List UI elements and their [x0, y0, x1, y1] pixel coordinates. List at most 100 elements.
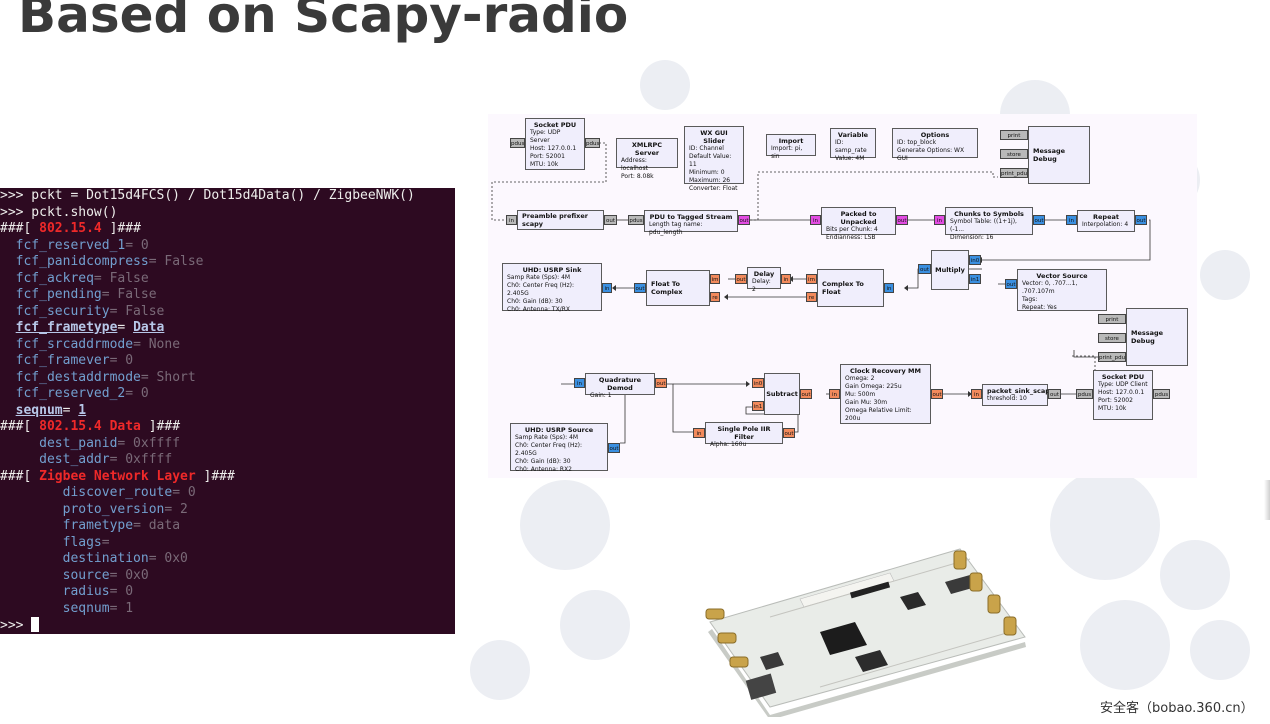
port-out-iir[interactable]: out	[783, 428, 795, 438]
terminal-line: fcf_security= False	[0, 304, 455, 321]
port-in1-mult[interactable]: in1	[969, 274, 981, 284]
port-in-iir[interactable]: in	[693, 428, 705, 438]
port-in-sink[interactable]: in	[602, 283, 612, 293]
terminal-text: = 0	[109, 584, 134, 599]
terminal-text: fcf_security	[0, 303, 110, 319]
terminal-text: fcf_framever	[0, 353, 110, 368]
port-out-f2c[interactable]: out	[634, 283, 646, 293]
terminal-text: fcf_pending	[0, 287, 102, 302]
port-out-quad[interactable]: out	[655, 378, 667, 388]
terminal-text: 802.15.4 Data	[39, 419, 141, 434]
block-message-debug-2[interactable]: Message Debug	[1126, 308, 1188, 366]
block-float-to-complex[interactable]: Float To Complex	[646, 270, 710, 306]
port-out[interactable]: out	[604, 215, 617, 225]
port-out-clock[interactable]: out	[931, 389, 943, 399]
terminal-line: fcf_destaddrmode= Short	[0, 370, 455, 387]
port-out-mult[interactable]: out	[918, 264, 931, 274]
terminal-line: destination= 0x0	[0, 551, 455, 568]
port-in-quad[interactable]: in	[574, 378, 585, 388]
port-out-4[interactable]: out	[1033, 215, 1045, 225]
terminal-line: ###[ 802.15.4 Data ]###	[0, 419, 455, 436]
port-pdus-in-2[interactable]: pdus	[628, 215, 644, 225]
terminal-text: = 0	[125, 386, 149, 401]
port-out-sink-scapy[interactable]: out	[1048, 389, 1061, 399]
terminal-text: =	[62, 402, 79, 418]
port-in-sink-scapy[interactable]: in	[971, 389, 982, 399]
terminal-line: >>>	[0, 617, 455, 634]
terminal-text: destination	[0, 551, 149, 566]
block-subtract[interactable]: Subtract	[764, 373, 800, 415]
port-out-delay[interactable]: out	[735, 274, 747, 284]
port-im[interactable]: im	[710, 274, 720, 284]
port-in-delay[interactable]: in	[781, 274, 791, 284]
port-print-2[interactable]: print	[1098, 314, 1126, 324]
port-pdus-client-in[interactable]: pdus	[1076, 389, 1093, 399]
port-out-source[interactable]: out	[608, 443, 620, 453]
port-pdus-client-out[interactable]: pdus	[1153, 389, 1170, 399]
watermark: 安全客（bobao.360.cn）	[1100, 701, 1254, 716]
terminal-text: ]###	[101, 221, 141, 236]
port-in-2[interactable]: in	[810, 215, 821, 225]
terminal-cursor[interactable]	[31, 617, 40, 632]
block-preamble-prefixer[interactable]: Preamble prefixer scapy	[517, 210, 604, 230]
block-multiply[interactable]: Multiply	[931, 250, 969, 290]
terminal-text: fcf_frametype	[15, 320, 118, 335]
port-in-4[interactable]: in	[1066, 215, 1077, 225]
port-store[interactable]: store	[1000, 149, 1028, 159]
port-in0-mult[interactable]: in0	[969, 255, 981, 265]
terminal-text: = 0	[172, 485, 196, 500]
port-out-2[interactable]: out	[738, 215, 750, 225]
port-in[interactable]: in	[506, 215, 517, 225]
terminal-text: = 0xffff	[109, 452, 173, 467]
port-out-vector[interactable]: out	[1005, 279, 1017, 289]
terminal-text: = 0	[109, 353, 134, 368]
block-complex-to-float[interactable]: Complex To Float	[817, 269, 884, 307]
port-in-3[interactable]: in	[934, 215, 945, 225]
usrp-board-photo	[670, 537, 1044, 717]
terminal-text: = data	[133, 518, 181, 533]
port-in-clock[interactable]: in	[829, 389, 840, 399]
port-im-c2f[interactable]: im	[806, 274, 817, 284]
port-out-sub[interactable]: out	[800, 389, 812, 399]
port-pdus-out[interactable]: pdus	[585, 138, 600, 148]
port-print[interactable]: print	[1000, 130, 1028, 140]
port-in0-sub[interactable]: in0	[752, 378, 764, 388]
port-out-3[interactable]: out	[896, 215, 908, 225]
terminal-line: source= 0x0	[0, 568, 455, 585]
terminal-text: = Short	[140, 369, 196, 385]
terminal-text: dest_panid	[0, 435, 118, 451]
port-out-5[interactable]: out	[1135, 215, 1147, 225]
port-store-2[interactable]: store	[1098, 333, 1126, 343]
terminal-text: fcf_panidcompress	[0, 254, 149, 269]
block-message-debug-1[interactable]: Message Debug	[1028, 126, 1090, 184]
port-re[interactable]: re	[710, 292, 720, 302]
terminal-text: frametype	[0, 518, 134, 533]
terminal-text: = 1	[109, 600, 134, 616]
port-print-pdu[interactable]: print_pdu	[1000, 168, 1028, 178]
port-print-pdu-2[interactable]: print_pdu	[1098, 352, 1126, 362]
port-in1-sub[interactable]: in1	[752, 401, 764, 411]
port-re-c2f[interactable]: re	[806, 292, 817, 302]
terminal-window[interactable]: >>> pckt = Dot15d4FCS() / Dot15d4Data() …	[0, 188, 455, 634]
port-pdus-in[interactable]: pdus	[510, 138, 525, 148]
port-in-c2f[interactable]: in	[884, 283, 894, 293]
